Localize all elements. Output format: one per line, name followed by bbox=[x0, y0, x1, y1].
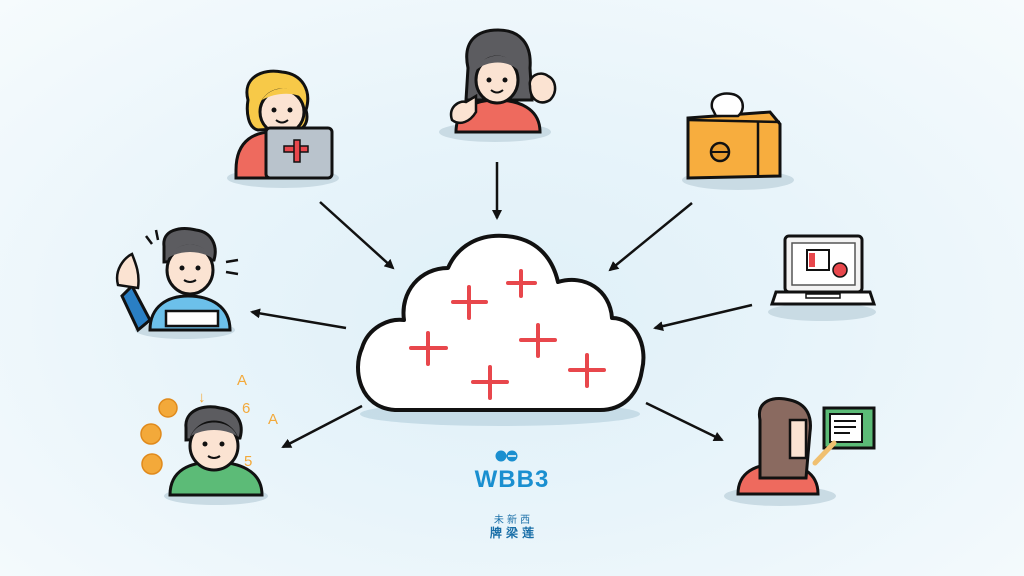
node-woman-document bbox=[724, 397, 876, 506]
arrow-cloud-to-boy-waving bbox=[250, 308, 347, 330]
svg-text:5: 5 bbox=[244, 453, 252, 470]
badge-icon bbox=[832, 262, 848, 278]
node-orange-box bbox=[682, 92, 794, 190]
coin-icon bbox=[158, 398, 178, 418]
floating-glyphs: A 6 A 5 ↓ bbox=[198, 372, 278, 470]
cloud-shape bbox=[356, 233, 646, 412]
node-laptop bbox=[768, 234, 877, 321]
arrow-box-to-cloud bbox=[608, 202, 693, 272]
coin-icon bbox=[140, 423, 162, 445]
document-icon bbox=[822, 406, 876, 450]
arrow-woman-laptop-to-cloud bbox=[319, 201, 395, 270]
plus-icon bbox=[451, 285, 488, 320]
plus-icon bbox=[568, 353, 606, 388]
logo-badge bbox=[495, 447, 527, 466]
plus-icon bbox=[506, 269, 537, 298]
card-icon bbox=[164, 309, 220, 328]
plus-icon bbox=[519, 323, 557, 358]
plus-icon bbox=[471, 365, 509, 400]
logo-icon bbox=[495, 450, 518, 462]
cloud-hub bbox=[356, 233, 646, 426]
lock-icon bbox=[710, 92, 745, 118]
arrows bbox=[250, 162, 753, 449]
diagram-title: WBB3 bbox=[474, 466, 550, 493]
node-boy-coins: A 6 A 5 ↓ bbox=[140, 372, 278, 505]
svg-text:↓: ↓ bbox=[198, 389, 206, 406]
arrow-cloud-to-woman-document bbox=[645, 401, 724, 442]
arrow-cloud-to-boy-coins bbox=[281, 404, 363, 449]
diagram-subtitle-line1: 未 新 西 bbox=[493, 515, 531, 526]
coin-icon bbox=[141, 453, 163, 475]
node-woman-laptop bbox=[227, 69, 339, 188]
arrow-laptop-to-cloud bbox=[653, 303, 753, 332]
svg-text:A: A bbox=[237, 372, 247, 389]
svg-text:6: 6 bbox=[242, 400, 250, 417]
pencil-icon bbox=[812, 440, 837, 466]
pointing-hand-icon bbox=[449, 93, 478, 124]
waving-hand-icon bbox=[115, 252, 140, 290]
plus-icon bbox=[409, 331, 448, 366]
pointing-hand-icon bbox=[528, 72, 557, 104]
coins bbox=[140, 398, 178, 475]
svg-text:A: A bbox=[268, 411, 278, 428]
cloud-markers bbox=[409, 269, 606, 400]
node-girl-pointing bbox=[439, 28, 557, 142]
node-boy-waving bbox=[115, 227, 239, 339]
diagram-subtitle-line2: 牌 梁 莲 bbox=[489, 526, 535, 540]
